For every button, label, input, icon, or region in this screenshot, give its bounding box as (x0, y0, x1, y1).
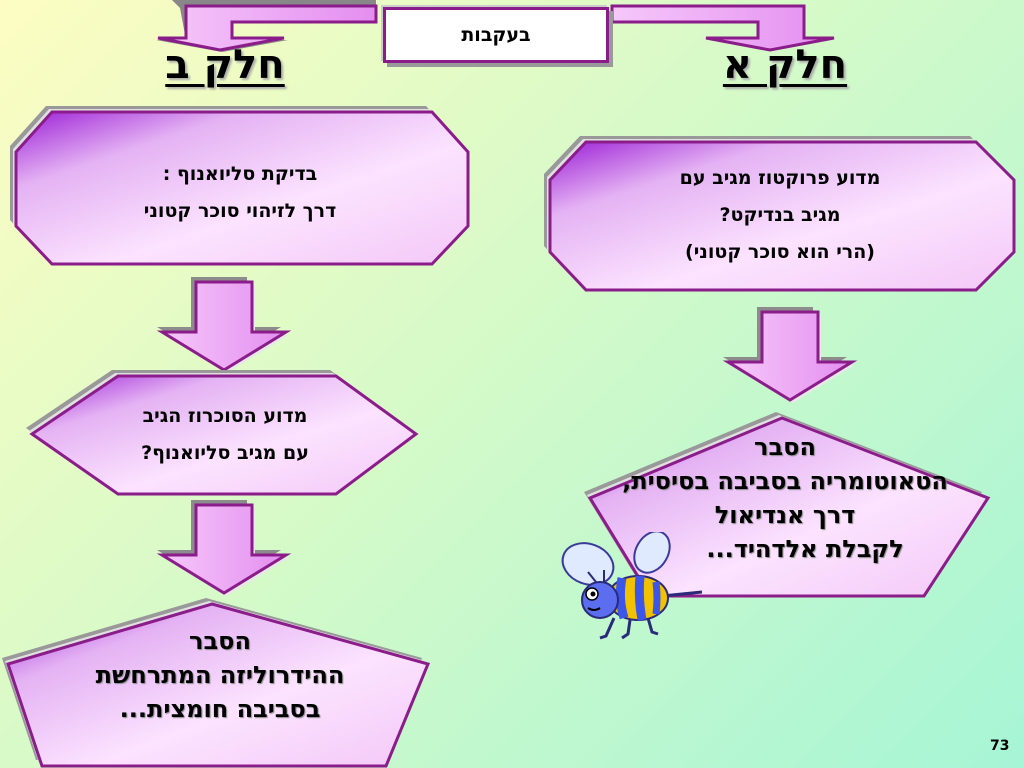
part-a-arrow-1 (721, 305, 857, 405)
part-a-box1-line2: מגיב בנדיקט? (719, 204, 841, 226)
bee-clipart-icon (561, 532, 702, 640)
part-b-arrow-2 (155, 498, 291, 598)
page-number: 73 (990, 738, 1010, 754)
part-b-box3-line2: ההידרוליזה המתרחשת (95, 661, 345, 689)
part-b-box2-shape (26, 370, 419, 496)
top-left-arrow (156, 0, 378, 52)
part-a-box2-shape (584, 412, 991, 598)
part-b-box1-line1: בדיקת סליואנוף : (162, 163, 318, 185)
part-a-box2-line3: דרך אנדיאול (714, 501, 856, 529)
part-b-heading: חלק ב (165, 42, 285, 88)
part-b-arrow-1 (155, 275, 291, 375)
top-right-arrow (610, 4, 835, 52)
part-b-box2-line1: מדוע הסוכרוז הגיב (142, 405, 308, 427)
part-b-box1-shape (10, 106, 470, 266)
part-b-box2-line2: עם מגיב סליואנוף? (141, 442, 309, 464)
part-a-box1-text: מדוע פרוקטוז מגיב עם מגיב בנדיקט? (הרי ה… (580, 160, 980, 271)
part-b-box3-line3: בסביבה חומצית... (119, 695, 321, 723)
part-b-box3-line1: הסבר (189, 627, 251, 655)
part-a-box1-line1: מדוע פרוקטוז מגיב עם (679, 167, 881, 189)
part-b-box1-line2: דרך לזיהוי סוכר קטוני (143, 200, 337, 222)
part-b-box2-text: מדוע הסוכרוז הגיב עם מגיב סליואנוף? (60, 398, 390, 472)
slide-title: בעקבות (461, 24, 531, 46)
part-a-box2-line2: הטאוטומריה בסביבה בסיסית, (622, 467, 948, 495)
part-a-box2-line4: לקבלת אלדהיד... (706, 535, 904, 563)
part-a-heading: חלק א (722, 42, 848, 88)
part-b-box3-shape (2, 598, 431, 768)
part-b-box1-text: בדיקת סליואנוף : דרך לזיהוי סוכר קטוני (40, 156, 440, 230)
part-a-box2-text: הסבר הטאוטומריה בסביבה בסיסית, דרך אנדיא… (560, 430, 1010, 566)
part-a-box1-line3: (הרי הוא סוכר קטוני) (685, 241, 875, 263)
part-a-box2-line1: הסבר (754, 433, 816, 461)
title-box (383, 7, 609, 63)
part-b-box3-text: הסבר ההידרוליזה המתרחשת בסביבה חומצית... (20, 624, 420, 726)
part-a-box1-shape (544, 136, 1016, 292)
